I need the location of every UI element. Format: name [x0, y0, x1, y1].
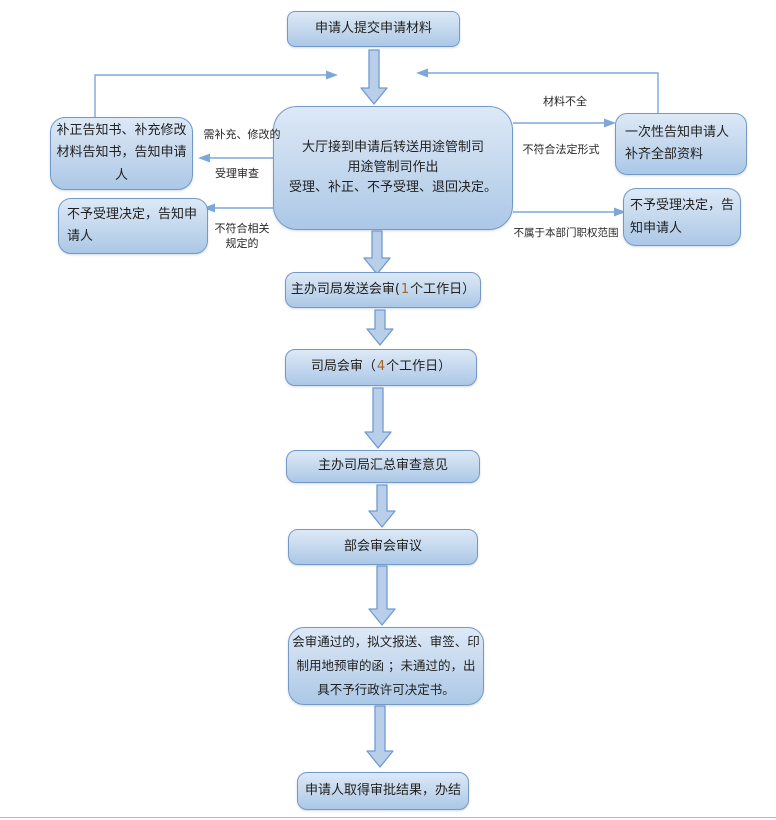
- send-review-text: 主办司局发送会审(: [290, 281, 400, 297]
- bureau-review-text: 司局会审（: [310, 359, 376, 375]
- node-supplement-notice: 补正告知书、补充修改 材料告知书，告知申请 人: [50, 117, 193, 190]
- node-result-document: 会审通过的，拟文报送、审签、印 制用地预审的函 ；未通过的，出 具不予行政许可决…: [288, 627, 484, 705]
- node-ministry-meeting: 部会审会审议: [288, 529, 478, 565]
- arrowhead-reject-right: [614, 207, 626, 217]
- arrowhead-supplement: [198, 153, 210, 163]
- edge-label-outside-authority: 不属于本部门职权范围: [513, 227, 619, 239]
- block-arrow-send-to-bureau: [366, 309, 394, 346]
- edge-label-not-conform-regulations: 不符合相关 规定的: [214, 222, 270, 251]
- bureau-review-text-after: 个工作日）: [386, 359, 452, 375]
- node-start: 申请人提交申请材料: [287, 11, 460, 47]
- send-review-days: 1: [400, 281, 410, 297]
- bureau-review-days: 4: [376, 359, 386, 375]
- node-finish: 申请人取得审批结果，办结: [297, 772, 469, 810]
- block-arrow-result-to-finish: [366, 705, 394, 768]
- edge-label-acceptance-review: 受理审查: [215, 167, 259, 180]
- arrowhead-incomplete: [604, 118, 616, 128]
- bottom-border-line: [0, 817, 776, 818]
- arrowhead-resubmit-left: [326, 70, 338, 80]
- connector-resubmit-left: [94, 74, 330, 118]
- block-arrow-bureau-to-summary: [364, 387, 392, 449]
- node-reject-notice-left: 不予受理决定，告知申 请人: [58, 198, 208, 254]
- edge-label-need-supplement: 需补充、修改的: [203, 128, 281, 141]
- node-onetime-notice: 一次性告知申请人 补齐全部资料: [615, 113, 747, 175]
- edge-label-not-legal-form: 不符合法定形式: [522, 143, 600, 156]
- node-summary-opinions: 主办司局汇总审查意见: [286, 450, 480, 483]
- node-reject-notice-right: 不予受理决定，告 知申请人: [623, 188, 741, 246]
- arrowhead-resubmit-right: [416, 68, 428, 78]
- arrowhead-reject-left: [203, 203, 215, 213]
- block-arrow-meeting-to-result: [368, 565, 396, 626]
- send-review-text-after: 个工作日）: [410, 281, 476, 297]
- block-arrow-summary-to-meeting: [368, 484, 396, 528]
- connector-resubmit-right: [424, 72, 659, 113]
- block-arrow-start-to-center: [360, 49, 388, 105]
- edge-label-materials-incomplete: 材料不全: [543, 95, 587, 108]
- block-arrow-center-to-send: [363, 230, 391, 275]
- node-center-decision: 大厅接到申请后转送用途管制司 用途管制司作出 受理、补正、不予受理、退回决定。: [273, 106, 513, 230]
